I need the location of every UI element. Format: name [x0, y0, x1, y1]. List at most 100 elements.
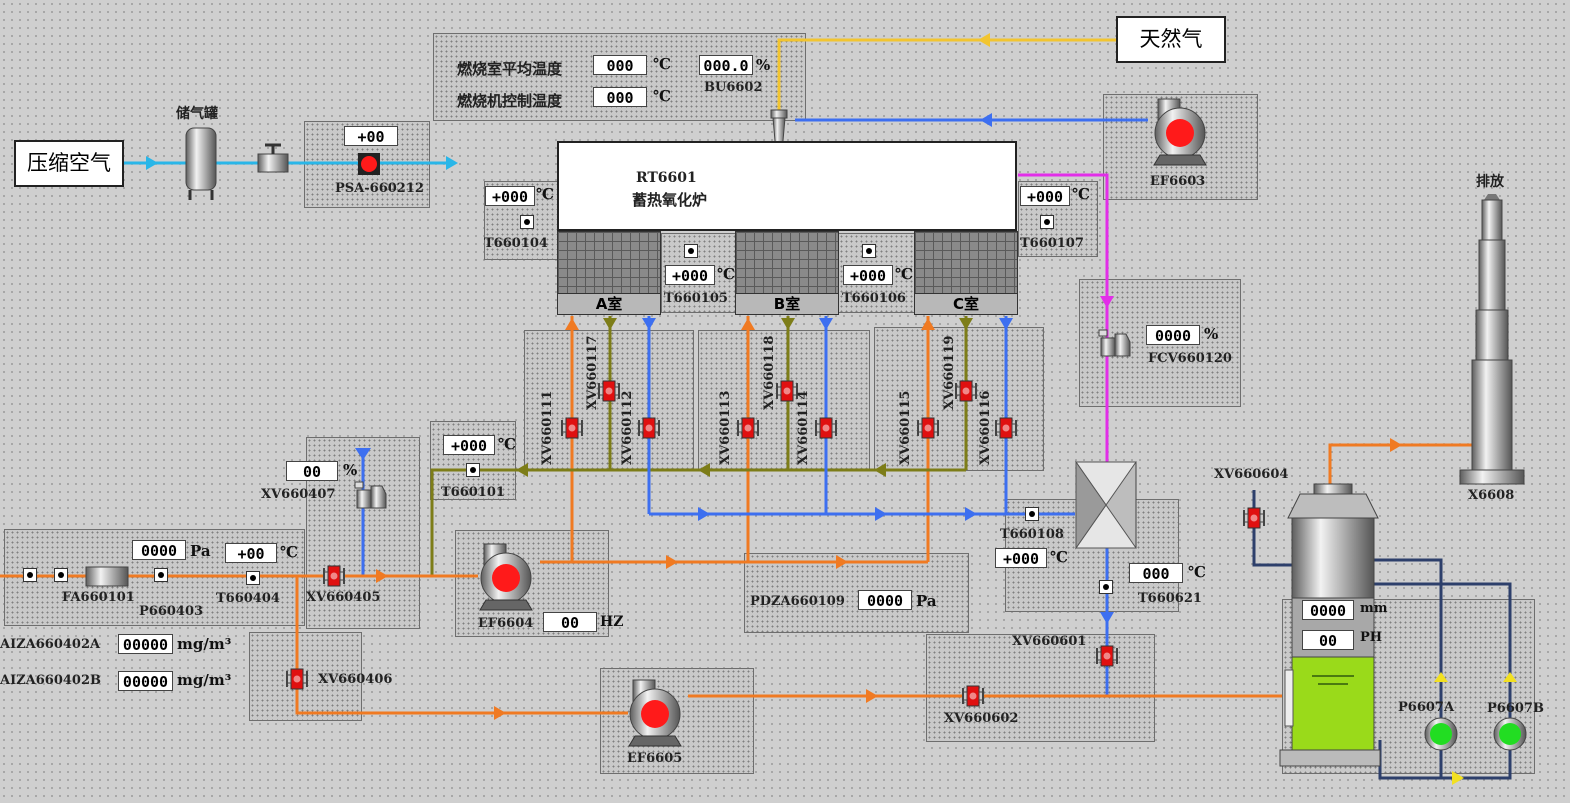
natural-gas-box: 天然气: [1116, 16, 1226, 63]
t660105-tag: T660105: [664, 291, 728, 306]
t660107-unit: ℃: [1072, 185, 1090, 203]
aiza660402b-unit: mg/m³: [177, 671, 232, 689]
chamber-a-bed: [557, 231, 661, 294]
inlet-pa-value: 0000: [132, 540, 186, 560]
aiza660402b-tag: AIZA660402B: [0, 673, 102, 688]
xv660117-tag: XV660117: [585, 335, 600, 410]
bu-unit: %: [756, 56, 771, 74]
pump-b-tag: P6607B: [1487, 701, 1544, 716]
pump-a-tag: P6607A: [1398, 700, 1455, 715]
t660621-value: 000: [1129, 563, 1183, 583]
xv660111-tag: XV660111: [540, 390, 555, 465]
t660108-sensor-icon[interactable]: [1025, 507, 1039, 521]
bu-value: 000.0: [699, 55, 753, 75]
t660107-sensor-icon[interactable]: [1040, 215, 1054, 229]
stack-tag: X6608: [1468, 488, 1515, 503]
t660101-sensor-icon[interactable]: [466, 463, 480, 477]
t660621-sensor-icon[interactable]: [1099, 580, 1113, 594]
t660101-unit: ℃: [498, 435, 516, 453]
xv660119-tag: XV660119: [942, 335, 957, 410]
scrubber-ph-unit: PH: [1360, 630, 1383, 645]
t660105-unit: ℃: [717, 265, 735, 283]
avg-temp-label: 燃烧室平均温度: [457, 60, 563, 78]
t660108-value: +000: [995, 548, 1047, 568]
t660104-sensor-icon[interactable]: [520, 215, 534, 229]
xv660115-tag: XV660115: [898, 390, 913, 465]
t660101-tag: T660101: [441, 485, 505, 500]
t660621-unit: ℃: [1188, 563, 1206, 581]
sensor-2-icon[interactable]: [54, 568, 68, 582]
t660404-unit: ℃: [280, 543, 298, 561]
t660621-tag: T660621: [1138, 591, 1202, 606]
fcv-tag: FCV660120: [1148, 351, 1232, 366]
t660404-sensor-icon[interactable]: [246, 571, 260, 585]
xv660405-tag: XV660405: [306, 590, 381, 605]
furnace-name: 蓄热氧化炉: [632, 191, 708, 209]
ef6604-hz-unit: HZ: [600, 614, 624, 630]
t660101-value: +000: [443, 435, 495, 455]
storage-tank-label: 储气罐: [176, 106, 218, 122]
aiza660402a-tag: AIZA660402A: [0, 637, 101, 652]
t660108-unit: ℃: [1050, 548, 1068, 566]
chamber-c-label: C室: [914, 293, 1018, 315]
furnace-tag: RT6601: [636, 170, 697, 186]
t660106-sensor-icon[interactable]: [862, 244, 876, 258]
ctrl-temp-unit: ℃: [653, 87, 671, 105]
fa660101-tag: FA660101: [62, 590, 135, 605]
xv660604-tag: XV660604: [1214, 467, 1289, 482]
t660104-value: +000: [485, 186, 535, 206]
t660106-unit: ℃: [895, 265, 913, 283]
avg-temp-unit: ℃: [653, 55, 671, 73]
xv660112-tag: XV660112: [620, 390, 635, 465]
t660105-value: +000: [665, 265, 715, 285]
t660104-tag: T660104: [484, 236, 548, 251]
xv660407-value: 00: [286, 461, 338, 481]
scrubber-level-value: 0000: [1302, 600, 1354, 620]
aiza660402b-value: 00000: [118, 671, 173, 691]
compressed-air-box: 压缩空气: [14, 140, 124, 187]
psa-value: +00: [344, 126, 398, 146]
ef6603-tag: EF6603: [1150, 174, 1206, 189]
t660404-tag: T660404: [216, 591, 280, 606]
xv660113-tag: XV660113: [718, 390, 733, 465]
psa-tag: PSA-660212: [335, 181, 424, 196]
xv660118-tag: XV660118: [762, 335, 777, 410]
xv660114-tag: XV660114: [796, 390, 811, 465]
t660101-panel: [430, 421, 516, 500]
t660404-value: +00: [225, 543, 277, 563]
xv660602-tag: XV660602: [944, 711, 1019, 726]
ctrl-temp-label: 燃烧机控制温度: [457, 92, 563, 110]
t660106-tag: T660106: [842, 291, 906, 306]
t660104-unit: ℃: [536, 185, 554, 203]
oxidizer-furnace[interactable]: [557, 141, 1017, 231]
chamber-b-bed: [735, 231, 839, 294]
scrubber-level-unit: mm: [1360, 601, 1388, 616]
ef6605-panel: [600, 668, 754, 774]
valves-b-panel: [698, 330, 870, 470]
chamber-b-label: B室: [735, 293, 839, 315]
sensor-1-icon[interactable]: [23, 568, 37, 582]
xv660406-tag: XV660406: [318, 672, 393, 687]
inlet-pa-unit: Pa: [190, 542, 211, 560]
xv660407-tag: XV660407: [261, 487, 336, 502]
bu-tag: BU6602: [704, 80, 763, 95]
p660403-sensor-icon[interactable]: [154, 568, 168, 582]
valves-c-panel: [874, 327, 1044, 471]
chamber-c-bed: [914, 231, 1018, 294]
aiza660402a-unit: mg/m³: [177, 635, 232, 653]
burner-info-panel: [433, 33, 806, 121]
t660105-sensor-icon[interactable]: [684, 244, 698, 258]
t660107-value: +000: [1020, 186, 1070, 206]
xv660601-panel: [926, 634, 1155, 742]
chamber-a-label: A室: [557, 293, 661, 315]
ef6604-hz-value: 00: [543, 612, 597, 632]
pdza-panel: [744, 553, 969, 633]
xv660407-unit: %: [343, 461, 358, 479]
xv660601-tag: XV660601: [1012, 634, 1087, 649]
pdza-value: 0000: [858, 590, 912, 610]
fcv-value: 0000: [1146, 325, 1200, 345]
fcv-unit: %: [1204, 325, 1219, 343]
pdza-unit: Pa: [916, 592, 937, 610]
exhaust-label: 排放: [1476, 174, 1504, 190]
